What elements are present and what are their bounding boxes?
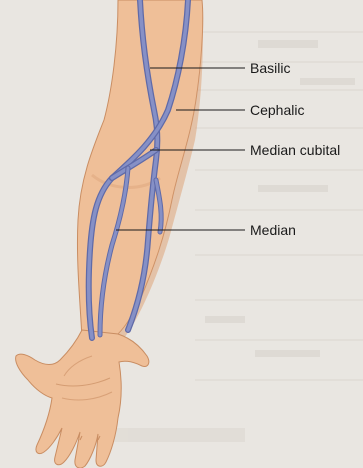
label-cephalic: Cephalic	[250, 102, 304, 118]
label-basilic: Basilic	[250, 60, 290, 76]
label-median-cubital: Median cubital	[250, 142, 340, 158]
label-median: Median	[250, 222, 296, 238]
arm-illustration	[16, 0, 203, 468]
hand-skin	[16, 330, 149, 468]
